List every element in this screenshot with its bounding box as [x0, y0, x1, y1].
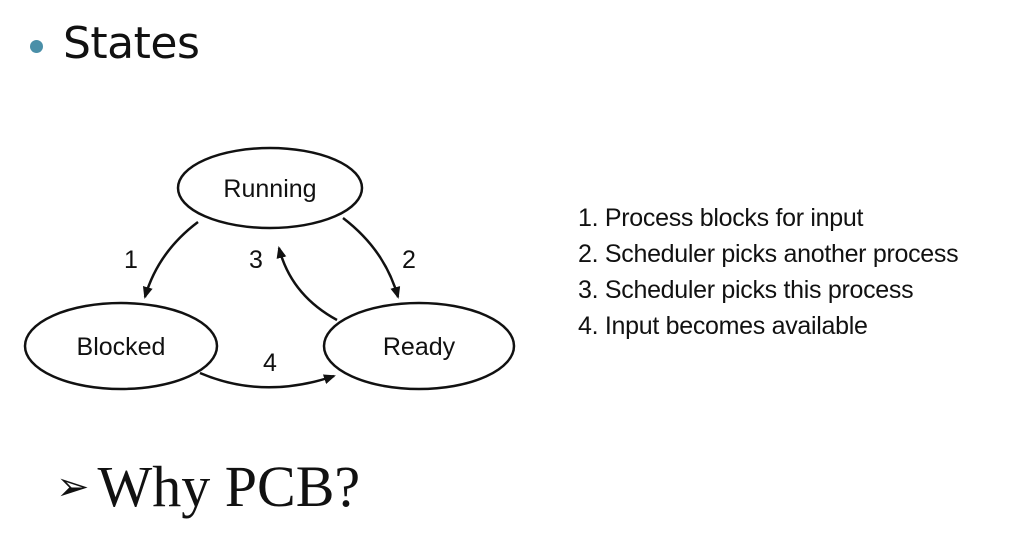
transition-label-3: 3 [249, 246, 263, 274]
arrow-bullet-icon: ➢ [56, 464, 90, 510]
state-label-blocked: Blocked [77, 333, 166, 361]
bullet-icon [30, 39, 43, 53]
sub-heading-row: ➢ Why PCB? [56, 458, 360, 516]
transition-label-4: 4 [263, 349, 277, 377]
bullet-heading-row: States [30, 14, 200, 74]
legend-item: 3. Scheduler picks this process [578, 276, 914, 304]
legend-item: 4. Input becomes available [578, 312, 868, 340]
state-label-ready: Ready [383, 333, 456, 361]
transition-legend: 1. Process blocks for input 2. Scheduler… [578, 200, 959, 344]
legend-item: 1. Process blocks for input [578, 204, 864, 232]
transition-arrow-4 [199, 371, 336, 389]
state-blocked [23, 301, 219, 391]
transition-arrow-3 [276, 246, 338, 322]
sub-heading: Why PCB? [97, 454, 361, 519]
slide-heading: States [63, 18, 200, 69]
state-ready [322, 301, 516, 391]
legend-item: 2. Scheduler picks another process [578, 240, 959, 268]
transition-label-1: 1 [124, 246, 138, 274]
transition-label-2: 2 [402, 246, 416, 274]
transition-arrow-1 [142, 221, 199, 299]
state-running [176, 146, 364, 230]
state-label-running: Running [223, 175, 316, 203]
transition-arrow-2 [342, 217, 401, 299]
